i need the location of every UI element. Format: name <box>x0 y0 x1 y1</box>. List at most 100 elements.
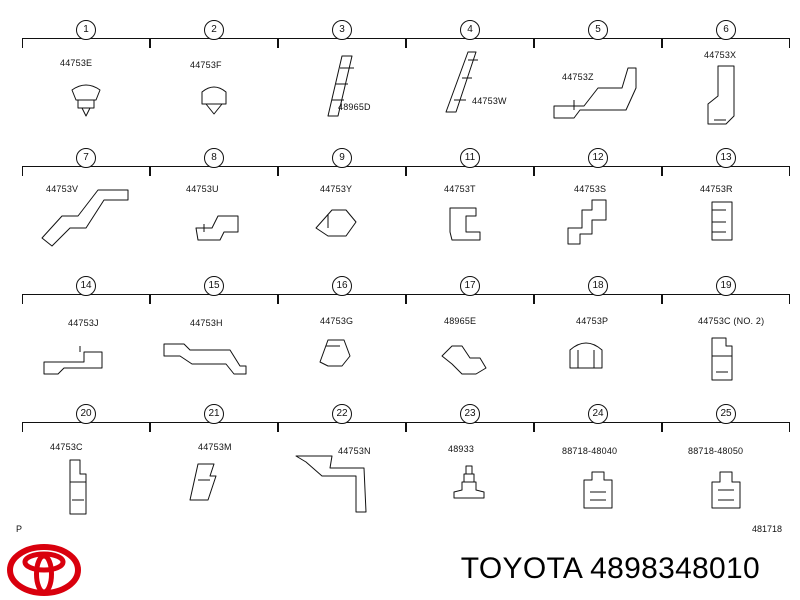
callout-number-badge: 15 <box>204 276 224 296</box>
part-code-label: 44753X <box>704 50 737 60</box>
callout-number-badge: 22 <box>332 404 352 424</box>
part-sketch-icon <box>69 459 87 515</box>
part-code-label: 44753P <box>576 316 609 326</box>
callout-number-badge: 1 <box>76 20 96 40</box>
callout-number-badge: 9 <box>332 148 352 168</box>
callout-number-badge: 7 <box>76 148 96 168</box>
part-code-label: 88718-48050 <box>688 446 744 456</box>
part-callout: 18 44753P <box>534 276 662 396</box>
callout-number-badge: 18 <box>588 276 608 296</box>
part-sketch-icon <box>567 199 607 245</box>
part-callout: 8 44753U <box>150 148 278 268</box>
part-sketch-icon <box>711 471 741 509</box>
callout-number-badge: 5 <box>588 20 608 40</box>
callout-number-badge: 16 <box>332 276 352 296</box>
part-code-label: 44753J <box>68 318 99 328</box>
part-code-label: 44753F <box>190 60 222 70</box>
part-code-label: 44753M <box>198 442 232 452</box>
part-callout: 1 44753E <box>22 20 150 140</box>
part-code-label: 48965E <box>444 316 477 326</box>
part-callout: 19 44753C (NO. 2) <box>662 276 790 396</box>
part-sketch-icon <box>553 67 637 119</box>
callout-number-badge: 12 <box>588 148 608 168</box>
part-code-label: 44753Y <box>320 184 353 194</box>
part-callout: 23 48933 <box>406 404 534 524</box>
callout-number-badge: 2 <box>204 20 224 40</box>
part-sketch-icon <box>445 51 478 113</box>
part-sketch-icon <box>201 86 227 115</box>
callout-number-badge: 20 <box>76 404 96 424</box>
callout-number-badge: 4 <box>460 20 480 40</box>
part-sketch-icon <box>707 65 735 125</box>
callout-number-badge: 13 <box>716 148 736 168</box>
part-sketch-icon <box>41 189 129 247</box>
part-sketch-icon <box>163 343 247 375</box>
part-callout: 16 44753G <box>278 276 406 396</box>
part-code-label: 44753V <box>46 184 79 194</box>
part-callout: 20 44753C <box>22 404 150 524</box>
callout-number-badge: 3 <box>332 20 352 40</box>
part-number-caption: TOYOTA 4898348010 <box>460 552 760 585</box>
part-code-label: 44753G <box>320 316 354 326</box>
part-callout: 25 88718-48050 <box>662 404 790 524</box>
part-code-label: 44753C (NO. 2) <box>698 316 765 326</box>
part-code-label: 44753N <box>338 446 371 456</box>
part-sketch-icon <box>71 84 101 117</box>
part-callout: 13 44753R <box>662 148 790 268</box>
part-callout: 24 88718-48040 <box>534 404 662 524</box>
part-sketch-icon <box>295 455 367 513</box>
callout-number-badge: 6 <box>716 20 736 40</box>
part-sketch-icon <box>583 471 613 509</box>
part-callout: 7 44753V <box>22 148 150 268</box>
part-callout: 17 48965E <box>406 276 534 396</box>
callout-number-badge: 17 <box>460 276 480 296</box>
callout-number-badge: 25 <box>716 404 736 424</box>
part-sketch-icon <box>315 209 357 237</box>
part-callout: 22 44753N <box>278 404 406 524</box>
part-callout: 14 44753J <box>22 276 150 396</box>
callout-number-badge: 24 <box>588 404 608 424</box>
part-code-label: 44753U <box>186 184 219 194</box>
part-code-label: 44753E <box>60 58 93 68</box>
part-sketch-icon <box>195 215 239 241</box>
part-callout: 12 44753S <box>534 148 662 268</box>
part-code-label: 48933 <box>448 444 475 454</box>
part-code-label: 44753S <box>574 184 607 194</box>
part-sketch-icon <box>441 345 487 375</box>
part-sketch-icon <box>449 207 481 241</box>
part-code-label: 44753T <box>444 184 476 194</box>
part-sketch-icon <box>319 339 351 367</box>
diagram-reference-number: 481718 <box>751 524 782 534</box>
part-sketch-icon <box>189 463 217 501</box>
part-code-label: 44753Z <box>562 72 594 82</box>
part-sketch-icon <box>327 55 354 117</box>
callout-number-badge: 23 <box>460 404 480 424</box>
callout-number-badge: 8 <box>204 148 224 168</box>
part-callout: 21 44753M <box>150 404 278 524</box>
part-callout: 4 44753W <box>406 20 534 140</box>
part-code-label: 44753R <box>700 184 733 194</box>
callout-number-badge: 11 <box>460 148 480 168</box>
part-callout: 9 44753Y <box>278 148 406 268</box>
part-callout: 6 44753X <box>662 20 790 140</box>
part-code-label: 48965D <box>338 102 371 112</box>
toyota-logo-icon <box>7 544 81 596</box>
part-sketch-icon <box>43 346 103 375</box>
part-code-label: 88718-48040 <box>562 446 618 456</box>
sheet-corner-mark: P <box>16 524 23 534</box>
part-sketch-icon <box>711 337 733 381</box>
part-sketch-icon <box>569 342 603 369</box>
part-callout: 15 44753H <box>150 276 278 396</box>
part-code-label: 44753W <box>472 96 507 106</box>
part-code-label: 44753C <box>50 442 83 452</box>
part-callout: 2 44753F <box>150 20 278 140</box>
part-callout: 11 44753T <box>406 148 534 268</box>
callout-number-badge: 19 <box>716 276 736 296</box>
part-callout: 3 48965D <box>278 20 406 140</box>
part-sketch-icon <box>453 465 485 499</box>
part-sketch-icon <box>711 201 733 241</box>
callout-number-badge: 21 <box>204 404 224 424</box>
part-code-label: 44753H <box>190 318 223 328</box>
callout-number-badge: 14 <box>76 276 96 296</box>
